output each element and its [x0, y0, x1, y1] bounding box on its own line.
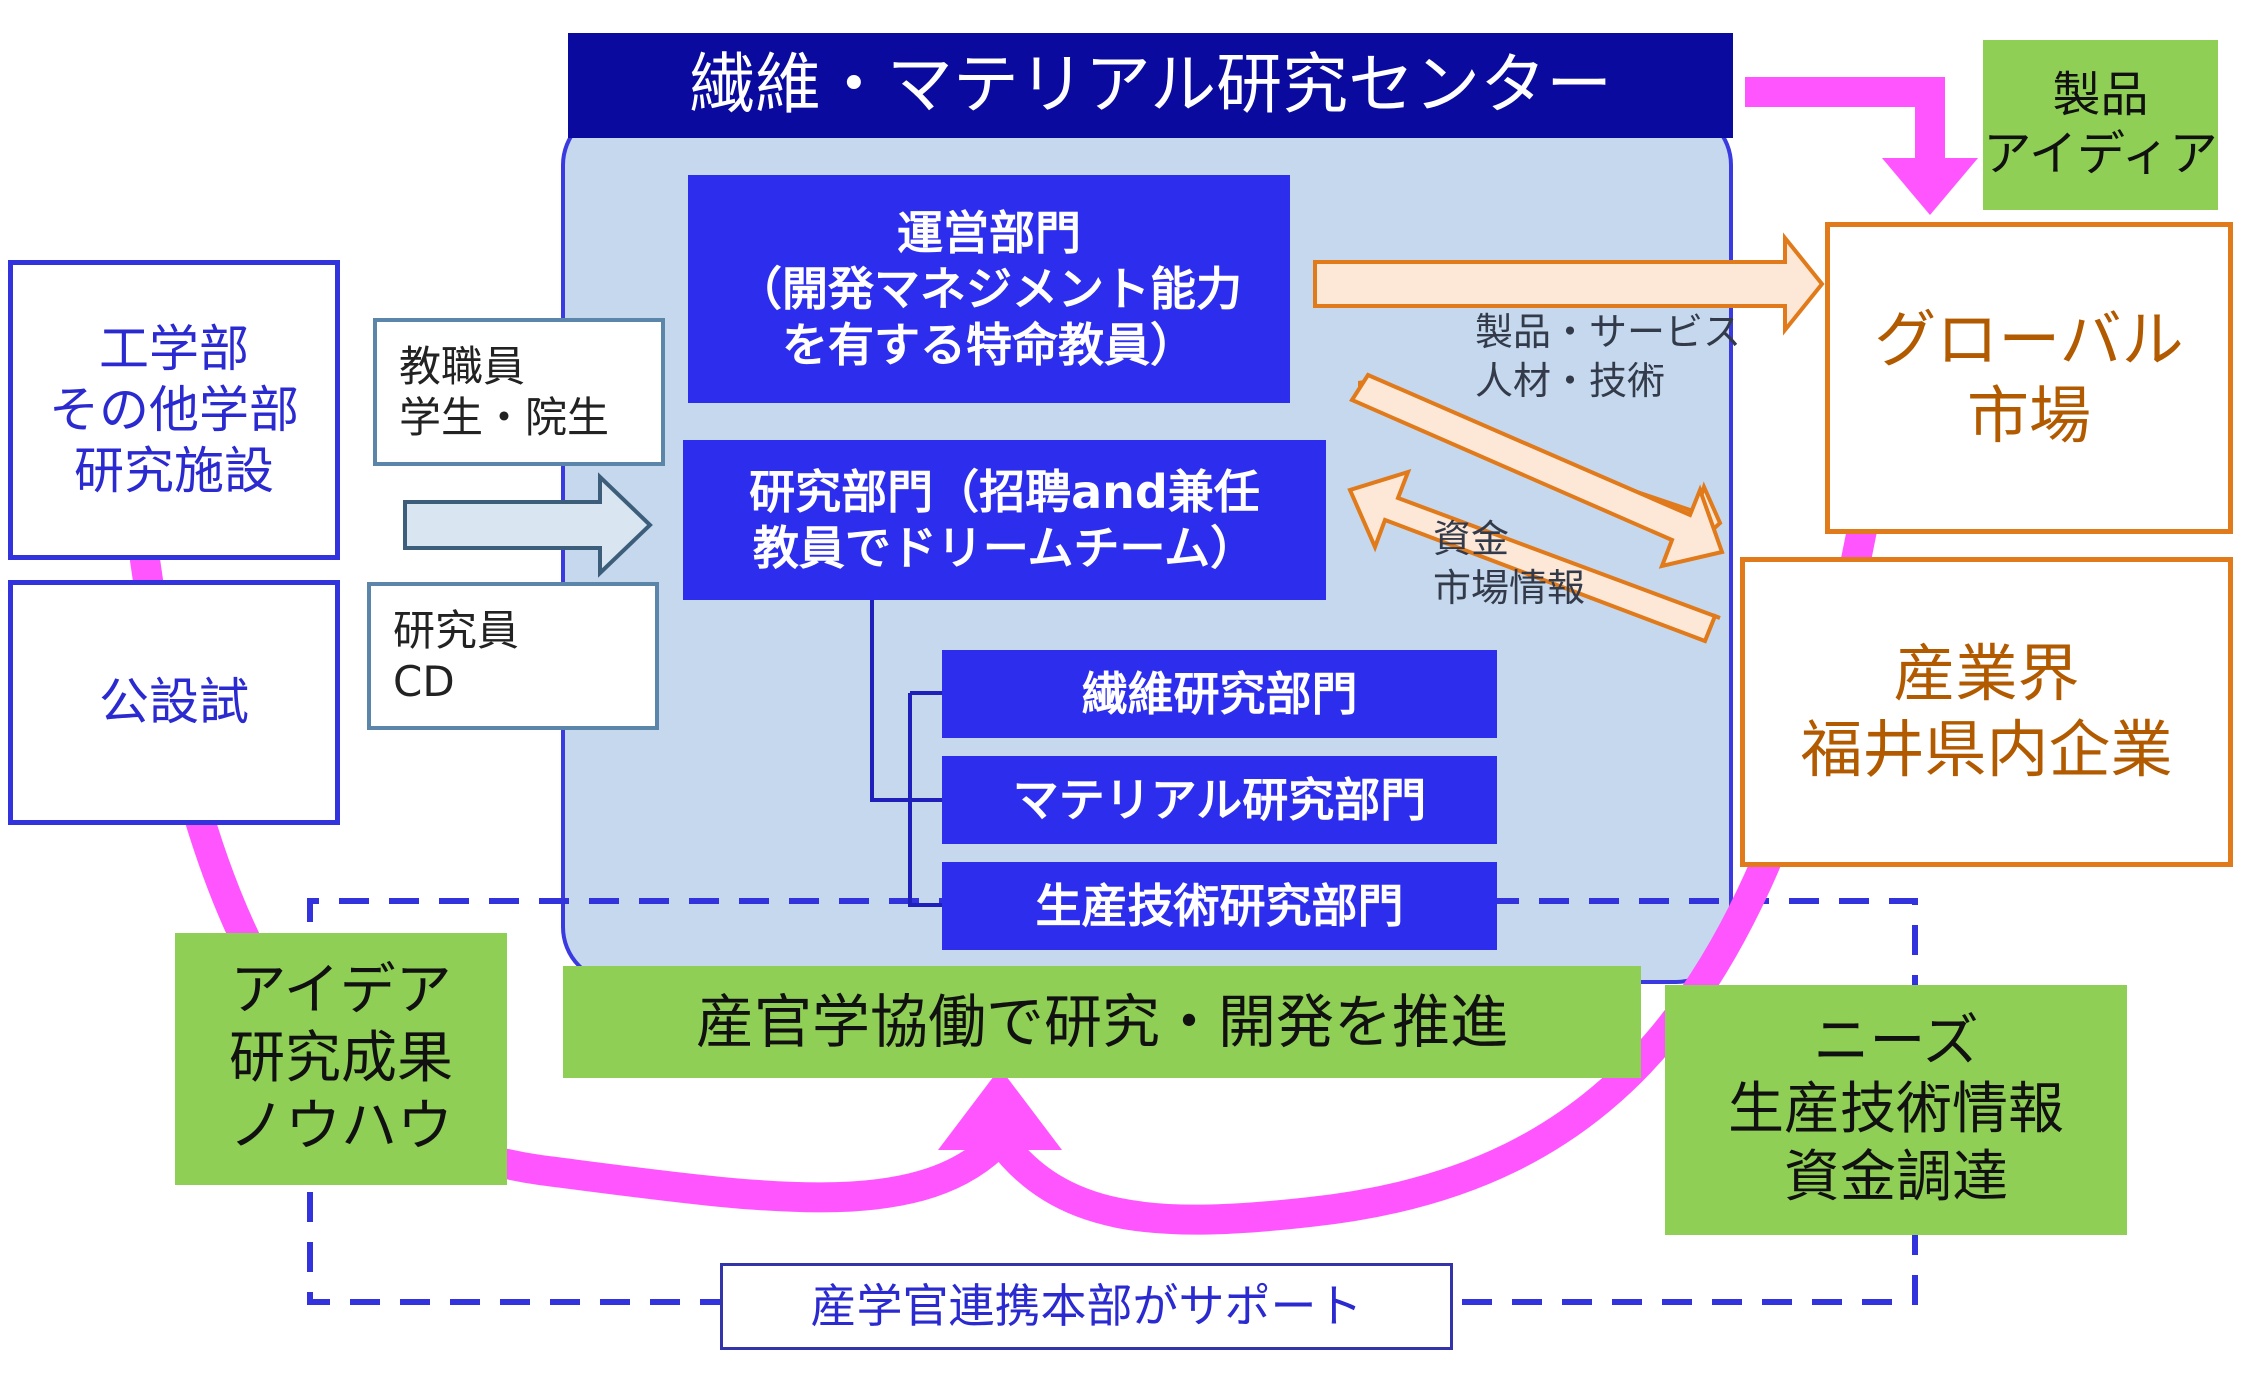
staff-line1: 教職員 — [399, 341, 526, 391]
faculty-line1: 工学部 — [99, 319, 249, 378]
center-title-text: 繊維・マテリアル研究センター — [688, 46, 1613, 124]
ideas-line3: ノウハウ — [229, 1094, 453, 1160]
product-idea-line2: アイディア — [1983, 126, 2218, 182]
needs-line2: 生産技術情報 — [1728, 1076, 2064, 1142]
center-title: 繊維・マテリアル研究センター — [568, 33, 1733, 138]
product-idea-line1: 製品 — [2052, 67, 2149, 124]
subdivision-production-label: 生産技術研究部門 — [1035, 878, 1404, 933]
faculty-box: 工学部 その他学部 研究施設 — [8, 260, 340, 560]
magenta-title-arrow — [1745, 77, 1945, 160]
industry-box: 産業界 福井県内企業 — [1740, 557, 2233, 867]
slogan-text: 産官学協働で研究・開発を推進 — [695, 987, 1508, 1056]
ideas-line1: アイデア — [230, 957, 452, 1023]
flow-out-line2: 人材・技術 — [1475, 359, 1666, 404]
subdivision-production: 生産技術研究部門 — [942, 862, 1497, 950]
flow-in-label: 資金 市場情報 — [1433, 515, 1585, 614]
subdivision-textile-label: 繊維研究部門 — [1081, 666, 1358, 721]
magenta-down-arrowhead — [1882, 158, 1978, 215]
flow-out-label: 製品・サービス 人材・技術 — [1475, 308, 1741, 407]
needs-box: ニーズ 生産技術情報 資金調達 — [1665, 985, 2127, 1235]
staff-line2: 学生・院生 — [399, 393, 610, 442]
research-dept-line1: 研究部門（招聘and兼任 — [749, 464, 1260, 519]
flow-out-line1: 製品・サービス — [1475, 310, 1742, 354]
flow-in-line1: 資金 — [1433, 517, 1510, 561]
faculty-line2: その他学部 — [49, 380, 299, 439]
public-lab-label: 公設試 — [99, 673, 249, 731]
researcher-line2: CD — [393, 657, 455, 706]
subdivision-material: マテリアル研究部門 — [942, 756, 1497, 844]
researcher-line1: 研究員 — [393, 605, 520, 655]
orange-arrow-from-industry — [1347, 468, 1721, 644]
subdivision-material-label: マテリアル研究部門 — [1012, 772, 1427, 827]
management-dept-line2: （開発マネジメント能力 — [736, 261, 1242, 316]
researcher-box: 研究員 CD — [367, 582, 659, 730]
subdivision-textile: 繊維研究部門 — [942, 650, 1497, 738]
slogan-box: 産官学協働で研究・開発を推進 — [563, 966, 1641, 1078]
orange-arrow-to-market — [1313, 232, 1825, 336]
industry-line2: 福井県内企業 — [1800, 713, 2173, 786]
staff-box: 教職員 学生・院生 — [373, 318, 665, 466]
ideas-box: アイデア 研究成果 ノウハウ — [175, 933, 507, 1185]
global-market-line2: 市場 — [1966, 379, 2091, 452]
magenta-up-arrowhead — [938, 1068, 1062, 1150]
flow-in-line2: 市場情報 — [1433, 566, 1586, 611]
orange-arrow-to-industry-shape — [1349, 372, 1725, 569]
support-box: 産学官連携本部がサポート — [720, 1263, 1453, 1350]
needs-line3: 資金調達 — [1784, 1145, 2008, 1211]
research-dept: 研究部門（招聘and兼任 教員でドリームチーム） — [683, 440, 1326, 600]
public-lab-box: 公設試 — [8, 580, 340, 825]
management-dept-line3: を有する特命教員） — [782, 318, 1196, 373]
management-dept-line1: 運営部門 — [897, 205, 1081, 260]
faculty-line3: 研究施設 — [74, 441, 274, 500]
global-market-box: グローバル 市場 — [1825, 222, 2233, 534]
subdivision-bracket — [870, 600, 942, 907]
needs-line1: ニーズ — [1813, 1008, 1979, 1074]
support-label: 産学官連携本部がサポート — [810, 1279, 1363, 1334]
industry-line1: 産業界 — [1893, 637, 2080, 711]
ideas-line2: 研究成果 — [229, 1025, 453, 1091]
global-market-line1: グローバル — [1874, 303, 2184, 377]
management-dept: 運営部門 （開発マネジメント能力 を有する特命教員） — [688, 175, 1290, 403]
research-dept-line2: 教員でドリームチーム） — [752, 521, 1257, 575]
product-idea-box: 製品 アイディア — [1983, 40, 2218, 210]
steel-arrow-to-center — [403, 472, 653, 578]
